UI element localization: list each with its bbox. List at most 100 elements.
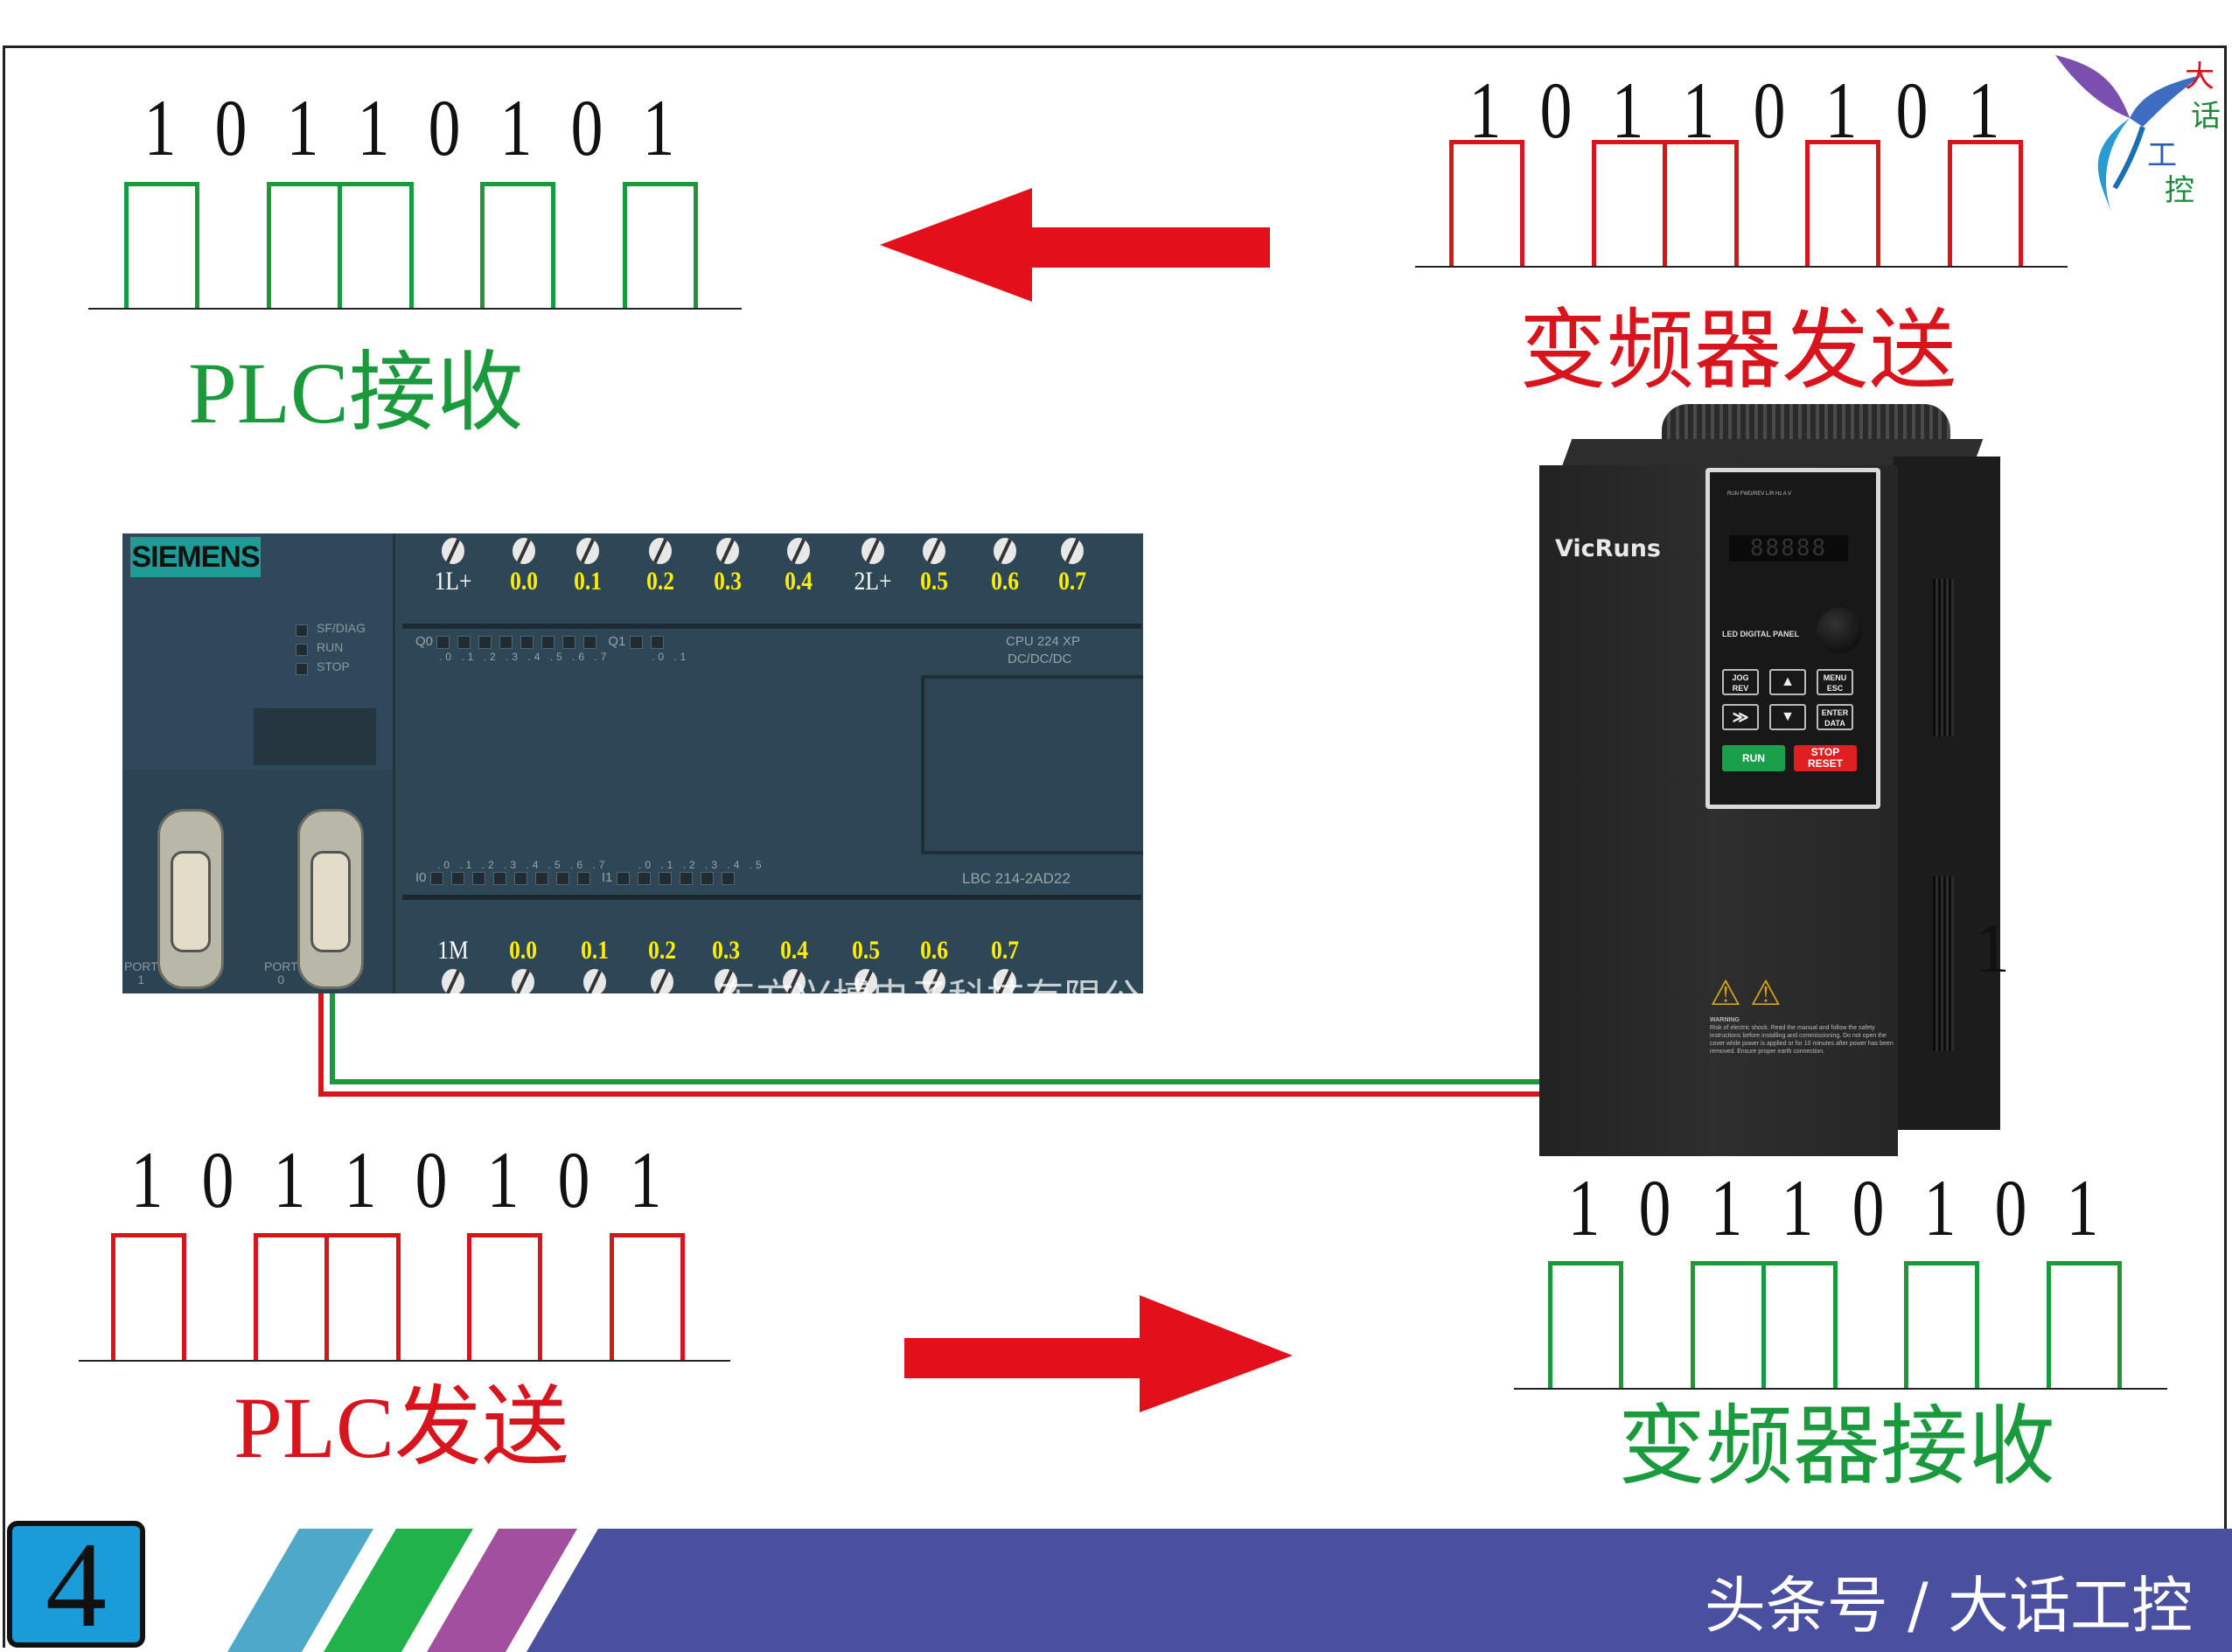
terminal-label: 0.6 (920, 936, 948, 965)
bit-high-pulse (1548, 1261, 1624, 1388)
terminal-screw (994, 538, 1016, 564)
terminal-label: 0.0 (510, 567, 538, 596)
cpu-model: CPU 224 XP (1006, 634, 1081, 649)
port-0-connector (297, 809, 364, 989)
shift-key[interactable]: ≫ (1722, 704, 1759, 730)
bit-high-pulse (609, 1233, 686, 1360)
status-leds: RUN FWD/REV L/R Hz A V (1727, 491, 1792, 497)
terminal-label: 1M (437, 936, 469, 965)
bit-digit: 0 (1994, 1163, 2027, 1252)
i-led-numbers: .0 .1 .2 .3 .4 .5 .6 .7 (437, 859, 609, 871)
terminal-screw (512, 969, 534, 993)
logo-char: 话 (2191, 99, 2221, 134)
terminal-label: 0.5 (920, 567, 948, 596)
memory-cartridge (254, 708, 376, 765)
terminal-label: 0.1 (581, 936, 609, 965)
q-led-row: Q0 Q1 (415, 634, 672, 649)
bit-high-pulse (111, 1233, 187, 1360)
bit-digit: 0 (557, 1135, 590, 1224)
bit-digit: 0 (1895, 66, 1929, 155)
bit-digit: 0 (201, 1135, 234, 1224)
terminal-screw (442, 969, 464, 993)
bit-digit: 1 (273, 1135, 305, 1224)
bit-high-pulse (480, 182, 556, 308)
terminal-screw (576, 538, 599, 564)
bit-digit: 0 (1753, 66, 1786, 155)
i0-label: I0 (415, 870, 427, 885)
q1-label: Q1 (608, 634, 626, 649)
status-led-label: RUN (317, 640, 344, 654)
status-led (296, 624, 308, 637)
bit-high-pulse (467, 1233, 543, 1360)
bit-digit: 0 (1638, 1163, 1671, 1252)
terminal-screw (583, 969, 606, 993)
bit-digit: 1 (344, 1135, 377, 1224)
q1-led-numbers: .0 .1 (652, 651, 690, 663)
bit-high-pulse (1805, 140, 1881, 266)
i-led-row: I0 I1 (415, 870, 743, 885)
bit-digit: 1 (2066, 1163, 2098, 1252)
terminal-screw (716, 538, 739, 564)
run-key[interactable]: RUN (1722, 745, 1785, 771)
terminal-screw (923, 969, 945, 993)
siemens-logo: SIEMENS (130, 537, 261, 577)
vent-grille (1933, 876, 1954, 1051)
status-led (296, 663, 308, 675)
signal-baseline (79, 1360, 730, 1362)
terminal-label: 0.3 (714, 567, 742, 596)
bit-high-pulse (338, 182, 414, 308)
terminal-cover-edge (402, 895, 1141, 900)
slide-frame (3, 45, 2227, 1648)
terminal-label: 0.0 (509, 936, 537, 965)
bit-digit: 1 (357, 83, 390, 172)
terminal-screw (787, 538, 810, 564)
bit-high-pulse (324, 1233, 401, 1360)
bit-digit: 1 (629, 1135, 661, 1224)
bit-digit: 0 (570, 83, 603, 172)
panel-label-vfd-send: 变频器发送 (1519, 303, 1956, 400)
down-key[interactable]: ▼ (1769, 704, 1806, 730)
terminal-screw (854, 969, 877, 993)
bit-digit: 0 (1539, 66, 1573, 155)
bit-digit: 1 (1567, 1163, 1601, 1252)
bit-high-pulse (1947, 140, 2024, 266)
terminal-screw (1061, 538, 1084, 564)
terminal-screw (861, 538, 884, 564)
bit-digit: 1 (1710, 1163, 1742, 1252)
bit-high-pulse (1904, 1261, 1980, 1388)
terminal-screw (923, 538, 945, 564)
status-led (296, 644, 308, 656)
q0-label: Q0 (415, 634, 434, 649)
terminal-label: 0.5 (852, 936, 880, 965)
bit-digit: 1 (130, 1135, 164, 1224)
terminal-label: 0.4 (780, 936, 808, 965)
siemens-plc: SIEMENS SF/DIAG RUN STOP PORT 1 PORT 0 Q… (122, 533, 1143, 993)
expansion-cover (921, 675, 1143, 854)
terminal-label: 2L+ (854, 567, 892, 596)
terminal-label: 1L+ (434, 567, 472, 596)
bit-high-pulse (2046, 1261, 2123, 1388)
vent-grille (1933, 579, 1954, 736)
i1-led-numbers: .0 .1 .2 .3 .4 .5 (638, 859, 765, 871)
hummingbird-logo: 大 话 工 控 (2047, 48, 2226, 223)
bit-digit: 1 (143, 83, 177, 172)
up-key[interactable]: ▲ (1769, 669, 1806, 695)
footer-band (527, 1529, 2232, 1652)
terminal-screw (783, 969, 806, 993)
bit-digit: 0 (415, 1135, 448, 1224)
speed-knob[interactable] (1817, 608, 1862, 653)
panel-label-plc-receive: PLC接收 (188, 345, 524, 442)
terminal-screw (651, 969, 673, 993)
module-code: LBC 214-2AD22 (962, 870, 1071, 887)
hummingbird-icon (2055, 55, 2204, 214)
terminal-screw (649, 538, 672, 564)
warning-icon: ⚠ ⚠ (1710, 973, 1782, 1013)
cpu-supply: DC/DC/DC (1008, 652, 1072, 666)
slide-number-badge: 4 (7, 1521, 145, 1648)
